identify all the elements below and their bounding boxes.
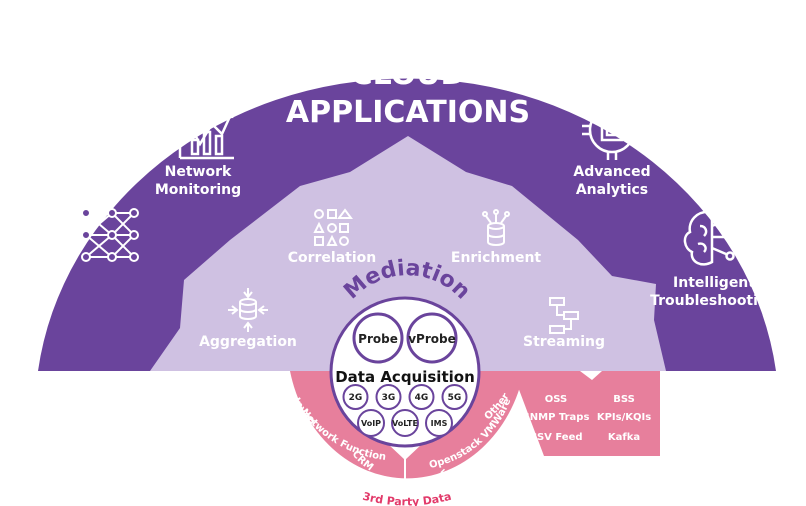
tech-chip-label: 4G [415,393,429,403]
tech-chip-circle [441,384,468,410]
tech-chip-label: VoLTE [392,419,418,428]
ai-brain-icon [683,202,739,266]
neural-network-icon [81,208,139,262]
tech-row-services: VoIP VoLTE IMS [357,409,453,437]
tech-chip-circle [425,409,453,437]
vprobe-circle [406,312,458,364]
tech-chip-label: IMS [431,419,448,428]
aggregation-icon [228,288,268,332]
third-party-title: 3rd Party Data [361,490,452,506]
advanced-analytics-line2: Analytics [576,182,648,198]
oss-bss-box [512,371,660,456]
processing-layer [150,136,666,371]
box-item: KPIs/KQIs [597,412,651,423]
intelligent-troubleshooting-line1: Intelligent [673,275,755,291]
tech-chip-label: 3G [382,393,396,403]
network-monitoring-icon [178,100,235,160]
aggregation-label: Aggregation [199,334,297,350]
correlation-label: Correlation [288,250,377,266]
tech-chip-circle [375,384,402,410]
streaming-label: Streaming [523,334,605,350]
box-item: SNMP Traps [523,412,590,423]
vprobe-label: vProbe [408,332,456,346]
tech-row-generations: 2G 3G 4G 5G [342,384,468,410]
box-item: BSS [613,394,635,405]
tech-chip-circle [391,409,419,437]
header-line1: CLOUD [351,57,466,92]
box-item: CSV Feed [529,432,582,443]
intelligent-troubleshooting-line2: Troubleshooting [650,293,778,309]
box-item: Kafka [608,432,640,443]
streaming-flow-icon [549,297,579,334]
tech-chip-label: VoIP [361,419,381,428]
correlation-icon [313,208,353,246]
tech-chip-label: 2G [349,393,363,403]
enrichment-database-icon [482,209,510,246]
tech-chip-circle [357,409,385,437]
probe-circle [352,312,404,364]
tech-chip-circle [342,384,369,410]
network-monitoring-line2: Monitoring [155,182,241,198]
tech-chip-label: 5G [448,393,462,403]
enrichment-label: Enrichment [451,250,542,266]
box-item: OSS [545,394,567,405]
probe-label: Probe [358,332,398,346]
advanced-analytics-icon [582,100,642,160]
tech-chip-circle [408,384,435,410]
band-notch [388,444,422,460]
data-acquisition-label: Data Acquisition [335,368,475,386]
network-monitoring-line1: Network [165,164,232,180]
advanced-analytics-line1: Advanced [573,164,650,180]
header-line2: APPLICATIONS [286,95,530,130]
